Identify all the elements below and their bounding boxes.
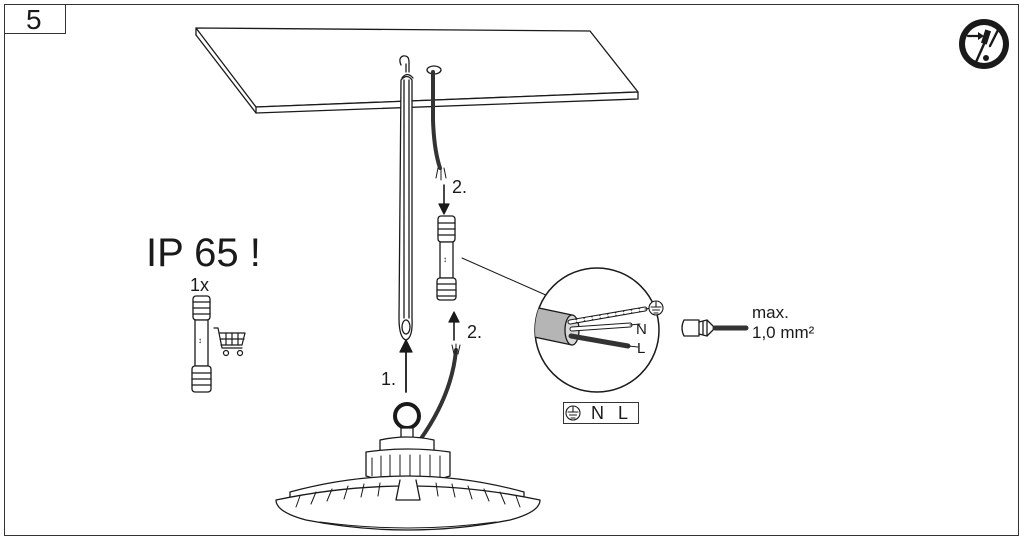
zoom-leader-line — [461, 257, 549, 297]
suspension-wire — [398, 75, 413, 341]
shopping-cart-icon — [213, 327, 246, 357]
terminal-neutral-label: N — [591, 403, 604, 423]
supply-cable — [431, 70, 447, 181]
ip-rating-label: IP 65 ! — [146, 231, 261, 275]
ground-symbol-icon — [565, 405, 581, 421]
disconnect-power-icon — [959, 19, 1009, 69]
step-2-bottom-label: 2. — [467, 322, 483, 342]
wire-detail-zoom — [534, 267, 660, 393]
ceiling-panel — [195, 27, 639, 114]
luminaire-cable — [418, 343, 461, 442]
svg-text:↕: ↕ — [443, 255, 447, 264]
ceiling-hook-icon — [399, 55, 414, 79]
arrow-up-icon — [399, 339, 413, 393]
cross-section-label: 1,0 mm² — [752, 323, 815, 342]
terminal-live-label: L — [618, 403, 629, 423]
step-number: 5 — [26, 4, 42, 35]
quantity-label: 1x — [190, 275, 210, 295]
terminal-legend-box: N L — [563, 402, 639, 424]
step-number-box: 5 — [4, 4, 66, 35]
ground-symbol-icon — [648, 300, 664, 316]
eyebolt-icon — [393, 402, 421, 441]
wire-neutral-label: N — [636, 321, 647, 338]
step-2-top-label: 2. — [452, 177, 468, 197]
arrow-up-icon — [448, 311, 460, 341]
ip65-connector-icon: ↕ — [436, 215, 457, 301]
spare-connector-icon: ↕ — [191, 295, 212, 393]
wire-live-label: L — [637, 340, 646, 357]
step-1-label: 1. — [381, 369, 397, 389]
svg-text:↕: ↕ — [198, 336, 202, 345]
wire-ferrule-icon — [681, 319, 749, 337]
strip-max-label: max. — [752, 303, 789, 322]
high-bay-luminaire-icon — [275, 436, 541, 531]
instruction-frame — [4, 4, 1019, 536]
arrow-down-icon — [438, 184, 450, 215]
